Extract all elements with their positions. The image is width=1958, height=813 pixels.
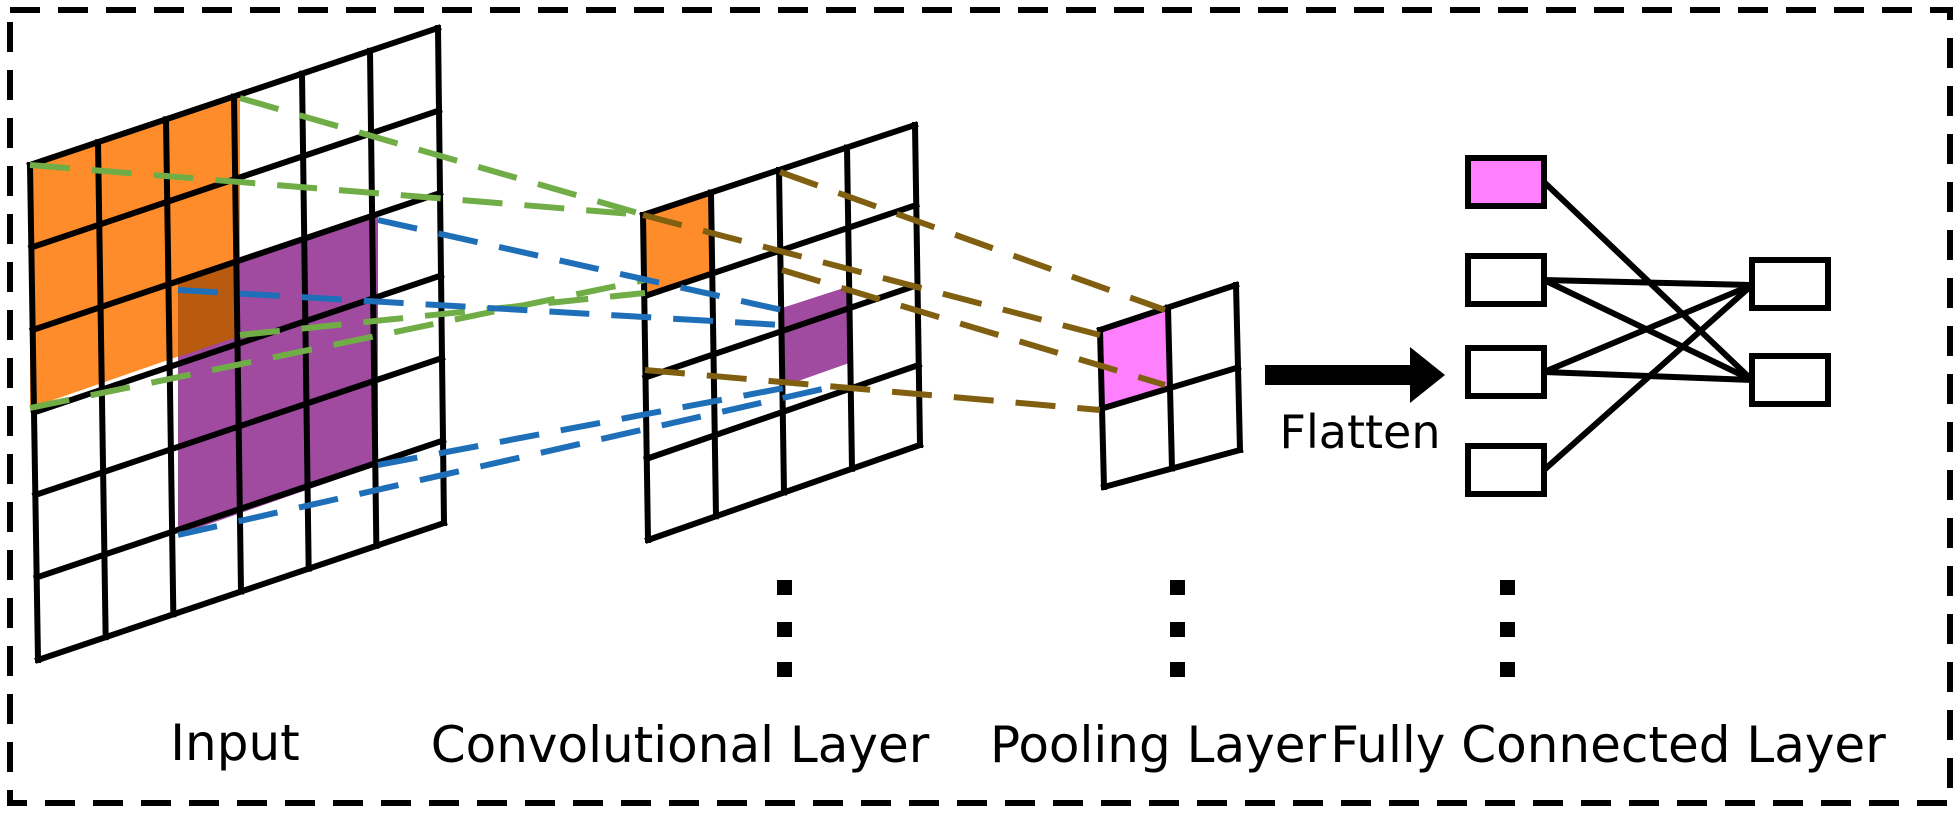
green-connector (29, 162, 646, 218)
fc-output-node-1 (1749, 257, 1831, 311)
fc-layer-label: Fully Connected Layer (1330, 716, 1886, 774)
input-grid (26, 24, 448, 664)
brown-connector (642, 212, 1101, 338)
green-connector (239, 290, 646, 338)
fc-input-node-3 (1465, 345, 1547, 399)
input-overlap-cell (178, 260, 240, 357)
pool-layer-label: Pooling Layer (990, 716, 1327, 774)
ellipsis-vertical-icon (1170, 580, 1185, 677)
ellipsis-vertical-icon (1500, 580, 1515, 677)
brown-connectors (642, 169, 1167, 413)
outer-frame (7, 7, 1953, 806)
blue-connector (377, 217, 783, 313)
grid-col-line (434, 24, 448, 527)
brown-connector (644, 367, 1101, 413)
grid-col-line (1164, 304, 1176, 472)
blue-connector (377, 385, 785, 468)
fc-edge (1543, 277, 1753, 288)
conv-grid (639, 121, 924, 544)
grid-col-line (1096, 326, 1108, 491)
brown-connector (778, 169, 1167, 313)
conv-grid-lines (639, 121, 924, 544)
blue-connector (177, 287, 783, 328)
brown-connector (781, 267, 1166, 388)
grid-col-line (775, 166, 788, 496)
pool-grid-lines (1096, 281, 1244, 491)
fc-output-node-2 (1749, 353, 1831, 407)
green-connector (239, 95, 646, 218)
green-connector (29, 277, 646, 411)
grid-col-line (1232, 281, 1244, 454)
fc-input-node-1 (1465, 155, 1547, 209)
green-connectors (29, 95, 646, 411)
arrow-right-icon (1265, 347, 1445, 403)
blue-connectors (177, 217, 841, 538)
fc-connections (1541, 179, 1755, 473)
input-label: Input (170, 714, 299, 772)
blue-connector (177, 382, 841, 538)
conv-purple-cell (782, 286, 852, 386)
ellipsis-vertical-icon (777, 580, 792, 677)
fc-edge (1542, 282, 1754, 473)
pool-grid (1096, 281, 1244, 491)
grid-col-line (707, 189, 720, 520)
grid-col-line (639, 211, 652, 544)
grid-col-line (843, 144, 856, 472)
fc-input-node-2 (1465, 253, 1547, 307)
fc-input-node-4 (1465, 443, 1547, 497)
grid-col-line (26, 161, 42, 664)
grid-col-line (298, 70, 312, 572)
fc-edge (1542, 282, 1754, 375)
grid-col-line (94, 139, 109, 641)
conv-layer-label: Convolutional Layer (431, 716, 930, 774)
grid-col-line (162, 116, 177, 618)
fc-network (1465, 155, 1831, 497)
flatten-label: Flatten (1280, 405, 1441, 459)
